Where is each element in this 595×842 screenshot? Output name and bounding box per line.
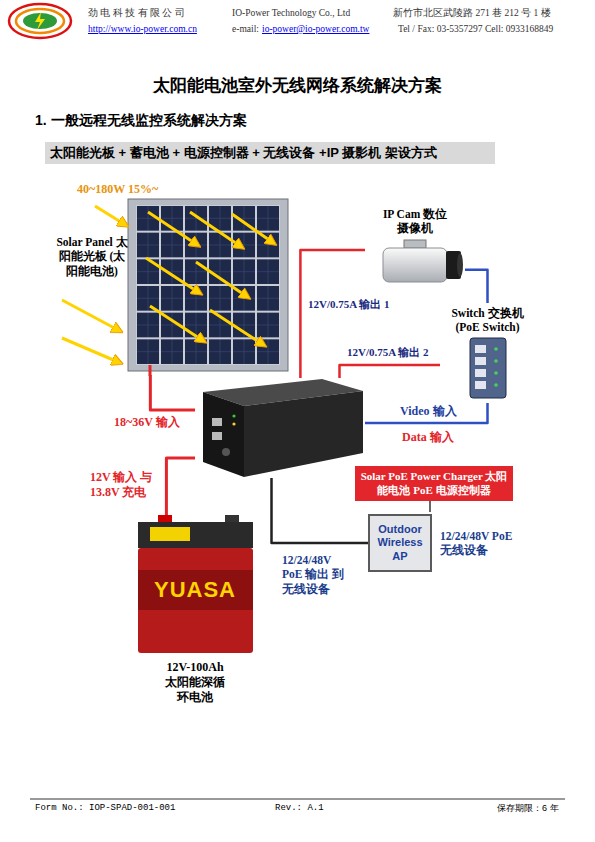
cable — [150, 375, 195, 410]
poe-output-label: 12/24/48V PoE 输出 到无线设备 — [280, 553, 356, 596]
ap-box: Outdoor Wireless AP — [368, 514, 432, 572]
output-label: 12V/0.75A 输出 2 — [345, 346, 431, 360]
cable — [272, 478, 369, 543]
power-controller: Solar PoE Power Charger 太阳能电池 PoE 电源控制器 — [195, 378, 365, 478]
company-address: 新竹市北区武陵路 271 巷 212 号 1 楼 — [393, 8, 551, 20]
cable — [340, 365, 441, 378]
edge-label-anchor: 12/24/48V PoE 输出 到无线设备 — [280, 553, 356, 596]
battery: YUASA 12V-100Ah 太阳能深循 环电池 — [130, 515, 260, 705]
controller-picture — [203, 379, 363, 477]
website-link: http://www.io-power.com.cn — [88, 24, 197, 36]
label-anchor: Data 输入 — [402, 430, 454, 445]
battery-link-label: 12V 输入 与 13.8V 充电 — [88, 470, 162, 500]
label-anchor: io-power@io-power.com.tw — [262, 24, 369, 36]
company-name: 劲 电 科 技 有 限 公 司 — [88, 8, 185, 20]
label-anchor: 保存期限：6 年 — [497, 803, 559, 814]
ip-camera-picture — [383, 240, 463, 282]
camera-label: IP Cam 数位摄像机 — [377, 207, 453, 236]
poe-switch: Switch 交换机 (PoE Switch) — [440, 303, 535, 403]
sun-rays — [62, 206, 272, 362]
switch-label: Switch 交换机 (PoE Switch) — [446, 306, 530, 335]
label-anchor: 1. 一般远程无线监控系统解决方案 — [35, 112, 247, 130]
ip-camera: IP Cam 数位摄像机 — [365, 205, 465, 295]
edge-label-anchor: 18~36V 输入 — [112, 415, 182, 430]
edge-label-anchor: Video 输入 — [398, 404, 459, 419]
label-anchor: e-mail: — [232, 24, 259, 36]
page-title: 太阳能电池室外无线网络系统解决方案 — [0, 74, 595, 97]
email-link: io-power@io-power.com.tw — [262, 24, 369, 36]
ap-label: 12/24/48V PoE无线设备 — [440, 529, 518, 558]
company-name-en: IO-Power Technology Co., Ltd — [232, 8, 350, 20]
edge-label-anchor: 12V 输入 与 13.8V 充电 — [88, 470, 162, 500]
section-heading: 1. 一般远程无线监控系统解决方案 — [35, 112, 247, 130]
company-logo — [9, 4, 71, 38]
label-anchor: 新竹市北区武陵路 271 巷 212 号 1 楼 — [393, 8, 551, 20]
form-number: Form No.: IOP-SPAD-001-001 — [35, 803, 175, 814]
email-caption: e-mail: — [232, 24, 259, 36]
edge-label-anchor: 12V/0.75A 输出 1 — [306, 298, 392, 312]
cable — [365, 403, 488, 423]
input-voltage-label: 18~36V 输入 — [112, 415, 182, 430]
panel-rating: 40~180W 15%~ — [77, 182, 290, 197]
label-anchor: 劲 电 科 技 有 限 公 司 — [88, 8, 185, 20]
controller-label: Solar PoE Power Charger 太阳能电池 PoE 电源控制器 — [355, 466, 513, 501]
label-anchor: Tel / Fax: 03-5357297 Cell: 0933168849 — [398, 24, 553, 36]
output-label: 12V/0.75A 输出 1 — [306, 298, 392, 312]
switch-picture — [470, 338, 506, 398]
label-anchor: 太阳能光板 + 蓄电池 + 电源控制器 + 无线设备 +IP 摄影机 架设方式 — [45, 142, 495, 164]
setup-band: 太阳能光板 + 蓄电池 + 电源控制器 + 无线设备 +IP 摄影机 架设方式 — [45, 142, 495, 164]
label-anchor: Form No.: IOP-SPAD-001-001 — [35, 803, 175, 814]
footer-rule — [30, 799, 565, 800]
retention-period: 保存期限：6 年 — [497, 803, 559, 814]
solar-panel: 40~180W 15%~ Solar Panel 太阳能光板 (太阳能电池) — [45, 180, 290, 375]
label-anchor: Rev.: A.1 — [275, 803, 324, 814]
wireless-ap: Outdoor Wireless AP 12/24/48V PoE无线设备 — [368, 512, 518, 574]
solar-panel-picture — [128, 199, 288, 376]
label-anchor: IO-Power Technology Co., Ltd — [232, 8, 350, 20]
battery-label: 12V-100Ah 太阳能深循 环电池 — [159, 660, 231, 705]
battery-brand: YUASA — [130, 577, 260, 602]
signal-label: Video 输入 — [398, 404, 459, 419]
cable — [166, 458, 195, 515]
label-anchor: http://www.io-power.com.cn — [88, 24, 197, 36]
cable — [465, 270, 488, 303]
revision: Rev.: A.1 — [275, 803, 324, 814]
signal-label: Data 输入 — [402, 430, 454, 445]
panel-label: Solar Panel 太阳能光板 (太阳能电池) — [53, 235, 131, 278]
phone-numbers: Tel / Fax: 03-5357297 Cell: 0933168849 — [398, 24, 553, 36]
edge-label-anchor: 12V/0.75A 输出 2 — [345, 346, 431, 360]
title-anchor: 太阳能电池室外无线网络系统解决方案 — [0, 74, 595, 97]
